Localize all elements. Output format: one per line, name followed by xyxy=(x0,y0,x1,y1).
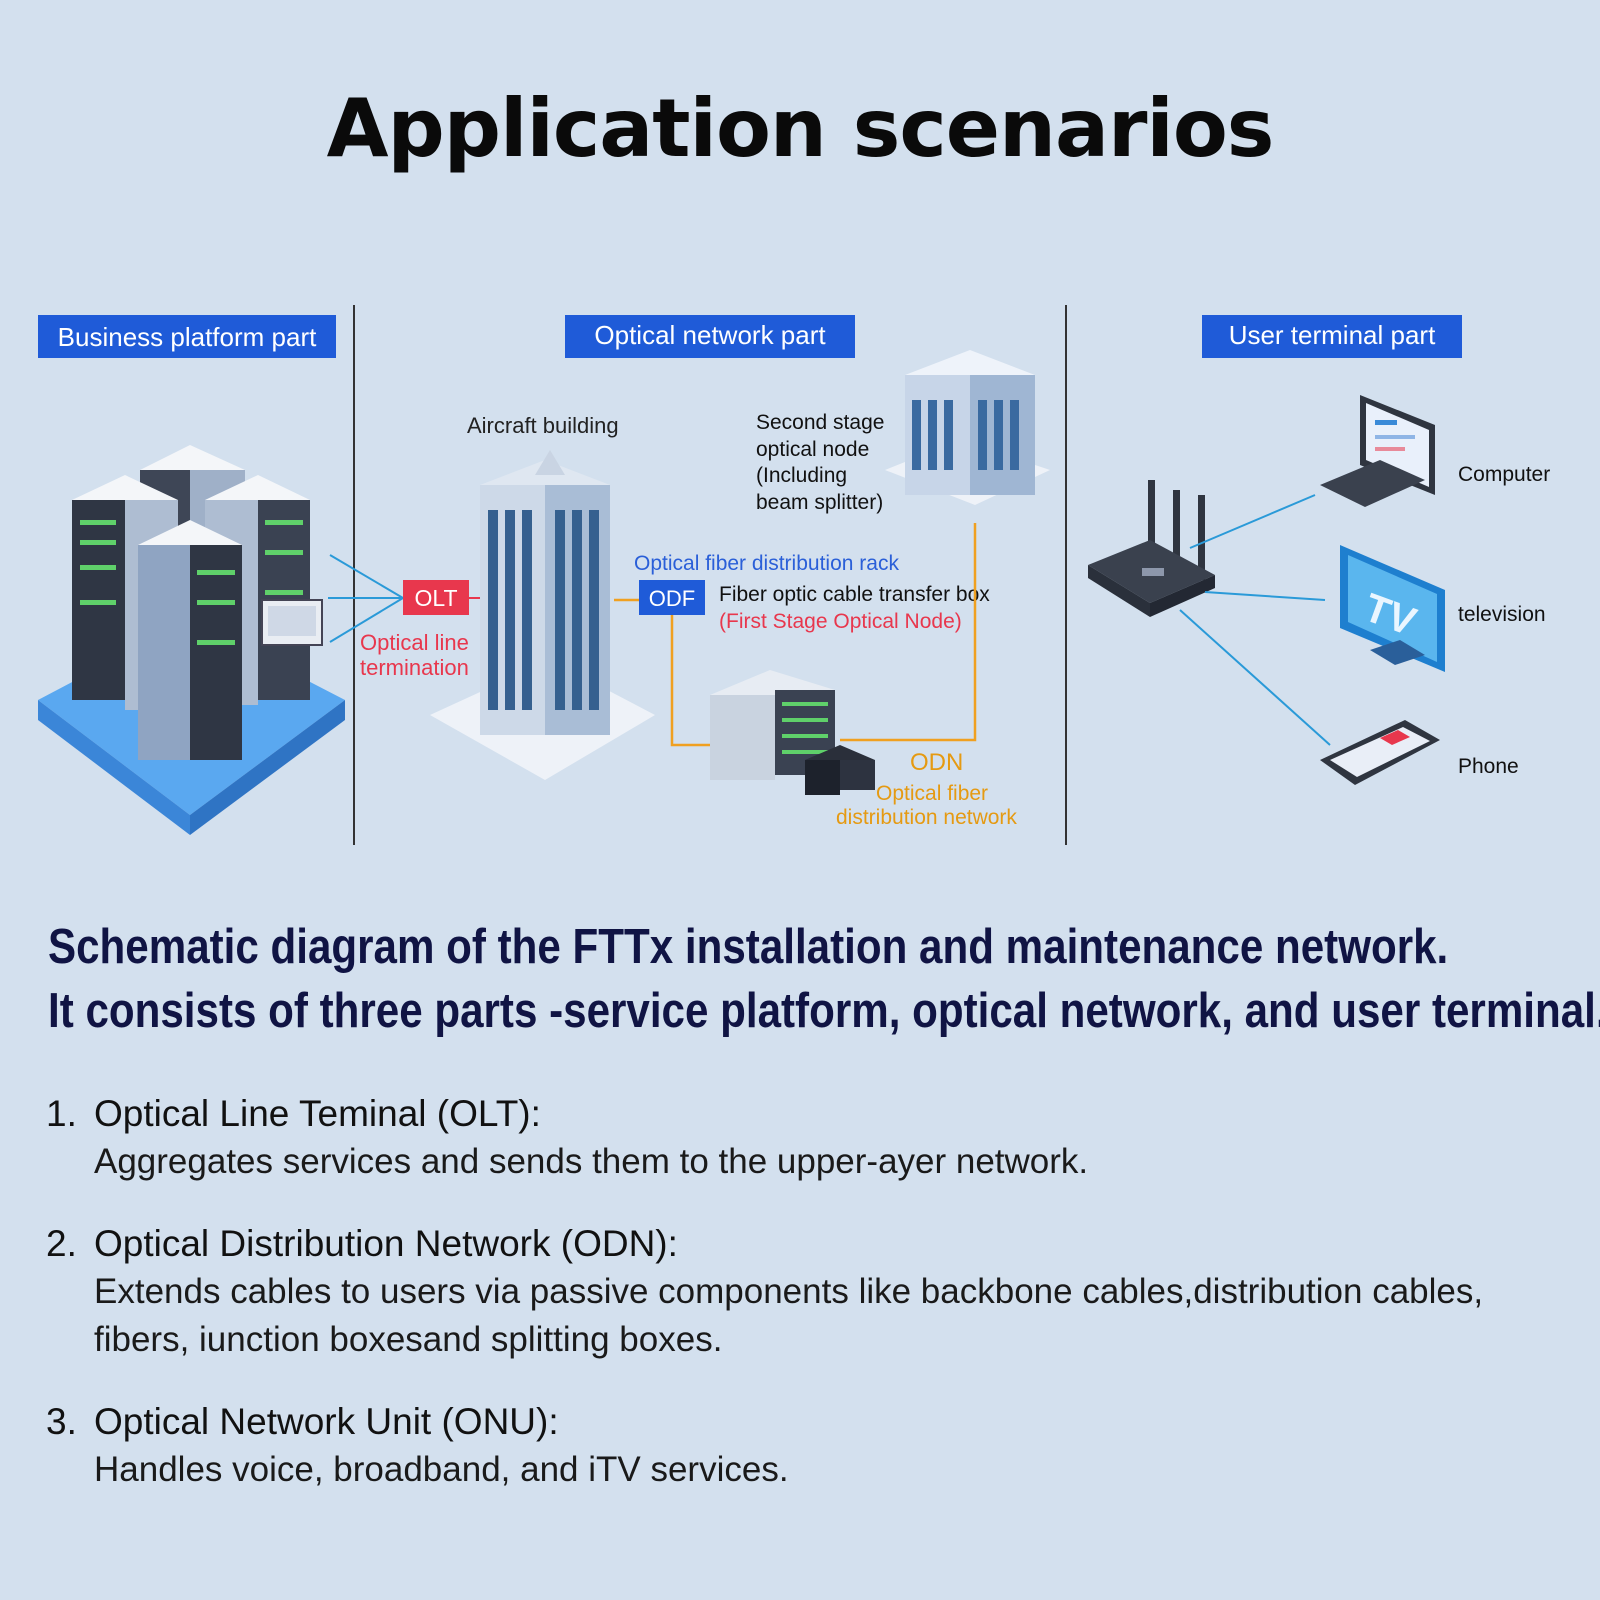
phone-label: Phone xyxy=(1458,755,1519,778)
fiber-rack-icon xyxy=(710,670,875,795)
item-number: 2. xyxy=(46,1223,77,1264)
aircraft-building-label: Aircraft building xyxy=(467,413,619,438)
router-device-links xyxy=(1179,494,1331,746)
phone-icon xyxy=(1320,720,1440,785)
svg-text:Optical network part: Optical network part xyxy=(594,320,826,350)
item-body: Aggregates services and sends them to th… xyxy=(94,1142,1089,1181)
svg-text:optical node: optical node xyxy=(756,438,869,461)
component-list: 1. Optical Line Teminal (OLT): Aggregates… xyxy=(46,1090,1566,1528)
server-olt-links xyxy=(328,554,404,643)
item-number: 3. xyxy=(46,1401,77,1442)
television-label: television xyxy=(1458,603,1546,626)
section-header-business: Business platform part xyxy=(38,315,336,358)
odf-rack-label: Optical fiber distribution rack xyxy=(634,552,899,575)
transfer-box-label: Fiber optic cable transfer box xyxy=(719,583,990,606)
item-number: 1. xyxy=(46,1093,77,1134)
item-body: Extends cables to users via passive comp… xyxy=(94,1272,1484,1359)
odf-box: ODF xyxy=(639,580,705,615)
svg-text:OLT: OLT xyxy=(414,585,457,611)
fttx-network-diagram: Business platform part Optical network p… xyxy=(38,305,1550,845)
odn-desc-line1: Optical fiber xyxy=(876,782,988,805)
olt-box: OLT xyxy=(403,580,469,615)
diagram-description: Schematic diagram of the FTTx installati… xyxy=(48,915,1600,1043)
list-item: 1. Optical Line Teminal (OLT): Aggregates… xyxy=(46,1090,1566,1186)
router-icon xyxy=(1088,480,1215,617)
olt-desc-line1: Optical line xyxy=(360,630,469,655)
section-header-user: User terminal part xyxy=(1202,315,1462,358)
svg-text:Second stage: Second stage xyxy=(756,411,884,434)
second-stage-label: Second stage optical node (Including bea… xyxy=(756,411,884,514)
item-title: Optical Line Teminal (OLT): xyxy=(94,1093,541,1134)
olt-desc-line2: termination xyxy=(360,655,469,680)
svg-text:ODF: ODF xyxy=(649,586,695,611)
first-stage-label: (First Stage Optical Node) xyxy=(719,610,962,633)
television-icon: TV xyxy=(1340,545,1445,672)
item-title: Optical Network Unit (ONU): xyxy=(94,1401,559,1442)
description-line-1: Schematic diagram of the FTTx installati… xyxy=(48,920,1449,974)
item-body: Handles voice, broadband, and iTV servic… xyxy=(94,1450,789,1489)
server-cluster-icon xyxy=(38,445,345,835)
computer-icon xyxy=(1320,395,1435,507)
page-title: Application scenarios xyxy=(326,82,1275,175)
odn-label: ODN xyxy=(910,749,963,776)
svg-text:User terminal part: User terminal part xyxy=(1229,320,1436,350)
item-title: Optical Distribution Network (ODN): xyxy=(94,1223,678,1264)
list-item: 3. Optical Network Unit (ONU): Handles vo… xyxy=(46,1398,1566,1494)
description-line-2: It consists of three parts -service plat… xyxy=(48,984,1600,1038)
list-item: 2. Optical Distribution Network (ODN): Ex… xyxy=(46,1220,1566,1364)
second-stage-building-icon xyxy=(885,350,1050,505)
svg-text:(Including: (Including xyxy=(756,464,847,487)
svg-text:Business platform part: Business platform part xyxy=(58,322,317,352)
office-building-icon xyxy=(430,450,655,780)
odn-desc-line2: distribution network xyxy=(836,806,1017,829)
svg-text:beam splitter): beam splitter) xyxy=(756,491,883,514)
section-header-optical: Optical network part xyxy=(565,315,855,358)
fiber-lines xyxy=(614,523,977,747)
computer-label: Computer xyxy=(1458,463,1550,486)
